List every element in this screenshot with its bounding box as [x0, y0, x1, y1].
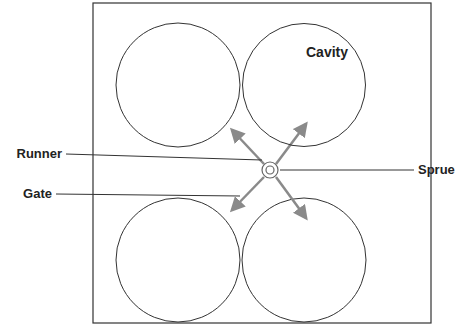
sprue-ring	[262, 162, 278, 178]
circle-outline	[242, 23, 366, 147]
cavity-label: Cavity	[306, 45, 348, 59]
cavity-circle: Cavity	[242, 23, 366, 147]
mold-plate	[93, 3, 431, 323]
part-label: Sprue	[418, 163, 455, 176]
runner-arrows	[232, 124, 306, 218]
cavity-circle	[116, 198, 240, 322]
leader-lines	[56, 154, 414, 196]
sprue-hole	[266, 166, 274, 174]
cavity-circle	[116, 23, 240, 147]
part-label: Gate	[23, 187, 52, 200]
part-label: Runner	[17, 147, 63, 160]
